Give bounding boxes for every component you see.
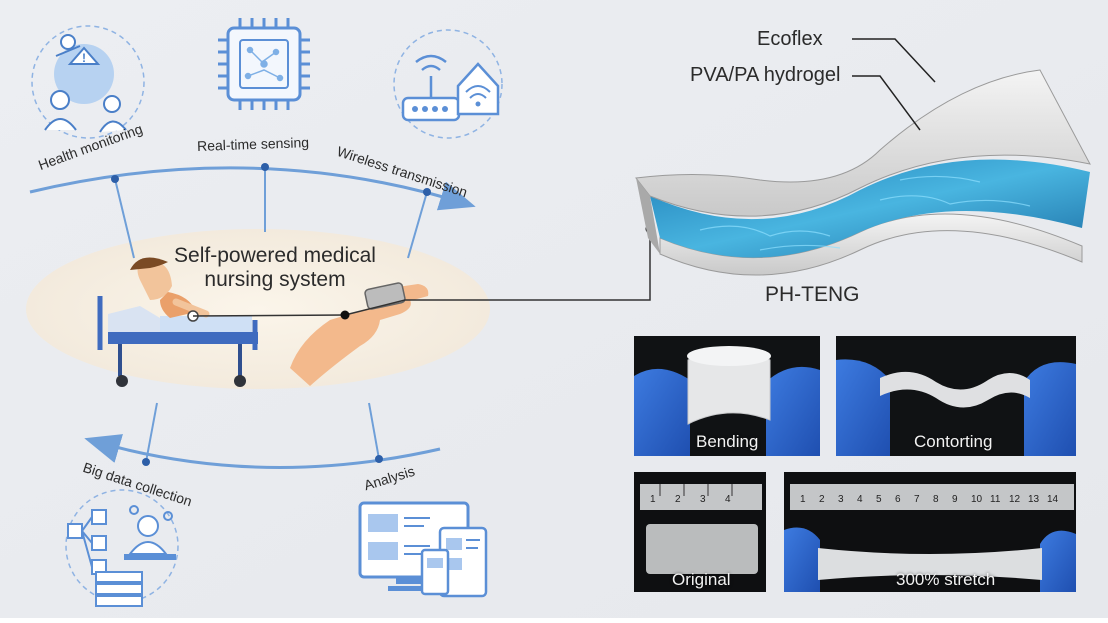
ruler-number: 3	[838, 494, 844, 505]
center-title-line2: nursing system	[204, 268, 346, 291]
top-flow-arc	[29, 166, 476, 211]
ruler-number: 2	[675, 494, 681, 505]
node-sensing	[261, 163, 269, 171]
connector-bigdata	[145, 402, 158, 463]
ruler-number: 1	[650, 494, 656, 505]
caption-contorting: Contorting	[914, 432, 993, 451]
photo-bending	[634, 336, 820, 456]
ruler-number: 8	[933, 494, 939, 505]
photo-stretch	[784, 472, 1076, 592]
bottom-flow-arc	[84, 434, 441, 469]
ruler-number: 10	[971, 494, 983, 505]
photo-original	[634, 472, 766, 592]
node-health	[111, 175, 119, 183]
node-wireless	[423, 188, 431, 196]
connector-analysis	[368, 402, 380, 460]
analysis-screens-icon	[358, 501, 488, 598]
ruler-number: 11	[990, 494, 1001, 505]
caption-original: Original	[672, 570, 731, 589]
ruler-number: 4	[857, 494, 863, 505]
sensor-wire-device	[344, 229, 651, 316]
health-monitoring-icon: !	[31, 25, 145, 139]
ruler-number: 1	[800, 494, 806, 505]
label-hydrogel: PVA/PA hydrogel	[690, 64, 841, 86]
ruler-number: 13	[1028, 494, 1040, 505]
wireless-router-icon	[393, 29, 503, 139]
ruler-number: 5	[876, 494, 882, 505]
caption-bending: Bending	[696, 432, 759, 451]
ruler-number: 12	[1009, 494, 1021, 505]
sensor-wire-patient	[192, 314, 346, 317]
ruler-number: 2	[819, 494, 825, 505]
data-network-icon	[65, 489, 179, 607]
callout-hydrogel	[852, 75, 921, 131]
photo-contorting	[836, 336, 1076, 456]
caption-stretch: 300% stretch	[896, 570, 996, 589]
callout-ecoflex	[852, 38, 936, 83]
svg-text:!: !	[82, 51, 86, 65]
ph-teng-device	[635, 69, 1091, 276]
ruler-number: 4	[725, 494, 731, 505]
ruler-number: 3	[700, 494, 706, 505]
wire-node-hand	[340, 310, 350, 320]
ruler-small: 1 2 3 4	[650, 494, 760, 508]
ruler-number: 6	[895, 494, 901, 505]
center-title: Self-powered medical nursing system	[170, 244, 380, 292]
center-title-line1: Self-powered medical	[174, 244, 376, 267]
chip-icon	[218, 18, 310, 110]
patient-bed-illustration	[97, 257, 258, 387]
node-analysis	[375, 455, 383, 463]
label-ecoflex: Ecoflex	[757, 28, 823, 50]
ruler-number: 7	[914, 494, 920, 505]
node-bigdata	[142, 458, 150, 466]
connector-wireless	[407, 191, 428, 259]
label-ph-teng: PH-TENG	[765, 283, 860, 306]
connector-health	[114, 178, 135, 259]
ruler-number: 14	[1047, 494, 1059, 505]
ruler-number: 9	[952, 494, 958, 505]
